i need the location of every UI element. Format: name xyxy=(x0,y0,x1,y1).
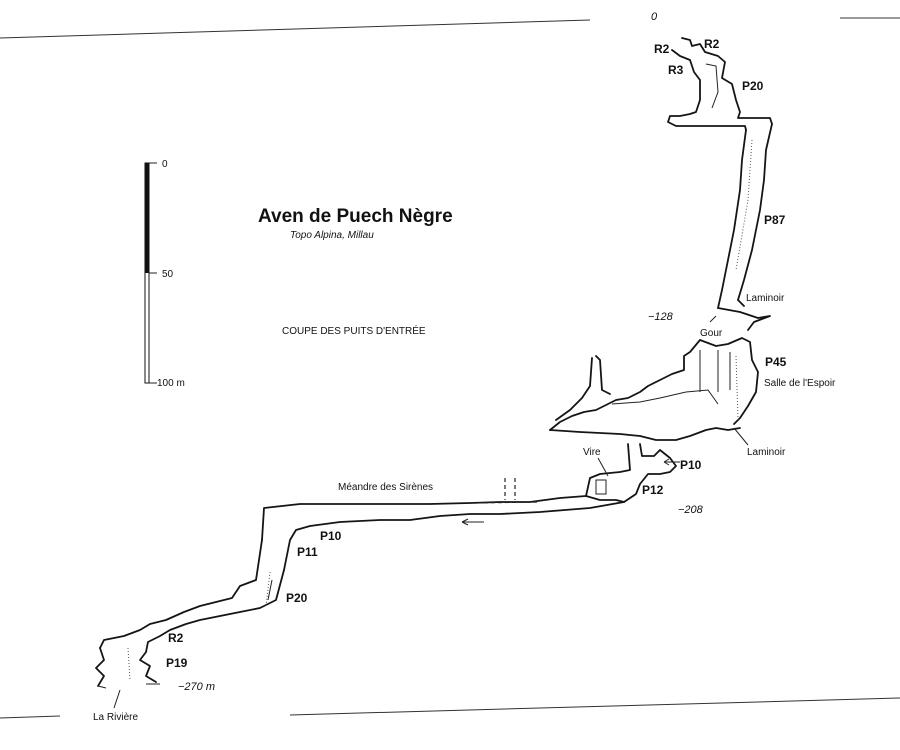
page-edge-lines xyxy=(0,17,900,719)
depth-0: 0 xyxy=(651,11,658,23)
flow-arrow-icon xyxy=(461,518,484,526)
label-p19: P19 xyxy=(166,656,188,670)
label-p11: P11 xyxy=(297,545,318,559)
depth-128: −128 xyxy=(648,311,674,323)
annotation-leaders xyxy=(113,315,749,709)
label-r3: R3 xyxy=(668,63,684,77)
place-la-riviere: La Rivière xyxy=(93,712,138,723)
place-meandre: Méandre des Sirènes xyxy=(338,482,433,493)
label-p10-mid: P10 xyxy=(680,458,702,472)
label-p20-top: P20 xyxy=(742,79,764,93)
flow-arrow-icon xyxy=(663,458,680,466)
label-r2-low: R2 xyxy=(168,631,184,645)
survey-subtitle: Topo Alpina, Millau xyxy=(290,230,374,241)
depth-208: −208 xyxy=(678,504,704,516)
scale-label-mid: 50 xyxy=(162,269,174,280)
scale-label-top: 0 xyxy=(162,159,168,170)
place-laminoir-lower: Laminoir xyxy=(747,447,786,458)
section-label: COUPE DES PUITS D'ENTRÉE xyxy=(282,324,426,337)
scale-bar: 0 50 100 m xyxy=(144,159,185,389)
label-r2-right: R2 xyxy=(704,37,720,51)
place-laminoir-upper: Laminoir xyxy=(746,293,785,304)
survey-title: Aven de Puech Nègre xyxy=(258,206,453,227)
label-p20-low: P20 xyxy=(286,591,308,605)
flow-arrow-icons xyxy=(461,458,680,526)
label-p10-low: P10 xyxy=(320,529,342,543)
label-p12: P12 xyxy=(642,483,664,497)
place-salle-espoir: Salle de l'Espoir xyxy=(764,378,836,389)
depth-270: −270 m xyxy=(178,681,215,693)
place-gour: Gour xyxy=(700,328,723,339)
scale-label-bottom: 100 m xyxy=(157,378,185,389)
cave-profile xyxy=(95,37,773,689)
place-vire: Vire xyxy=(583,447,601,458)
label-p87: P87 xyxy=(764,213,786,227)
label-r2-left: R2 xyxy=(654,42,670,56)
label-p45: P45 xyxy=(765,355,787,369)
